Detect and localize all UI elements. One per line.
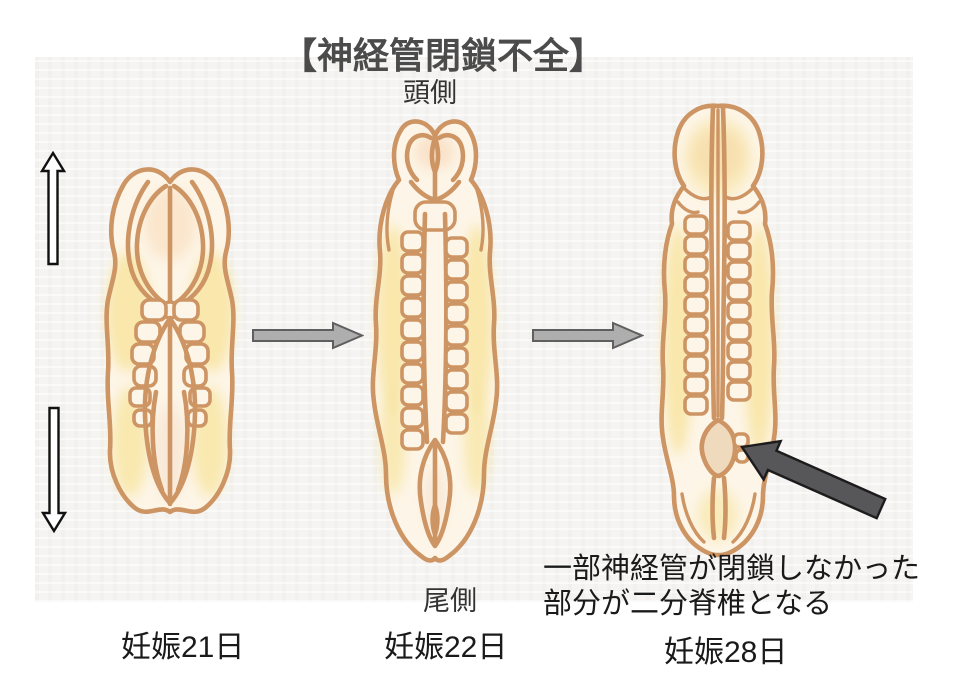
head-side-label: 頭側 [403, 78, 457, 108]
page-title: 【神経管閉鎖不全】 [280, 35, 606, 76]
tail-side-label: 尾側 [423, 586, 477, 616]
right-arrow-icon [532, 321, 644, 350]
up-arrow-icon [40, 150, 66, 266]
stage-label-day21: 妊娠21日 [121, 631, 245, 664]
defect-annotation-line2: 部分が二分脊椎となる [543, 588, 833, 620]
down-arrow-icon [41, 406, 67, 534]
defect-pointer-arrow-icon [739, 439, 887, 520]
stage-label-day22: 妊娠22日 [384, 631, 508, 664]
spina-bifida-defect [699, 417, 738, 479]
embryo-day28-illustration [659, 103, 778, 558]
embryo-day21-illustration [104, 167, 236, 515]
defect-annotation-line1: 一部神経管が閉鎖しなかった [543, 553, 921, 585]
defect-annotation: 一部神経管が閉鎖しなかった 部分が二分脊椎となる [543, 552, 920, 622]
stage-label-day28: 妊娠28日 [664, 636, 788, 669]
embryo-day22-illustration [370, 119, 500, 563]
right-arrow-icon [252, 321, 364, 350]
